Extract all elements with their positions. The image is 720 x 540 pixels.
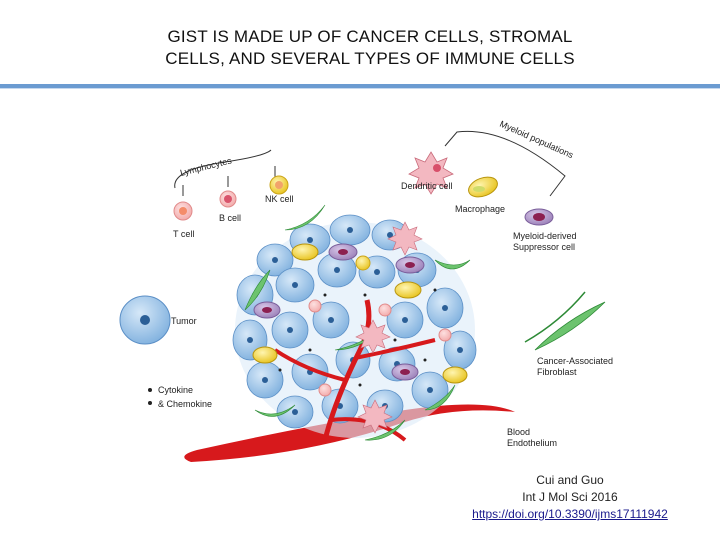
label-lymphocytes: Lymphocytes bbox=[179, 155, 233, 178]
nk-cell bbox=[355, 255, 371, 271]
vessel-branch bbox=[354, 338, 436, 360]
label-caf-1: Cancer-Associated bbox=[537, 356, 613, 366]
nucleus bbox=[347, 227, 353, 233]
t-cell bbox=[308, 299, 322, 313]
title-line-1: GIST IS MADE UP OF CANCER CELLS, STROMAL bbox=[167, 27, 573, 46]
macrophage bbox=[394, 281, 422, 299]
macrophage-nucleus bbox=[473, 186, 485, 192]
dendritic-cell-icon bbox=[408, 151, 454, 195]
citation-authors: Cui and Guo bbox=[536, 473, 604, 487]
dendritic-cell bbox=[357, 399, 393, 434]
nucleus bbox=[334, 267, 340, 273]
cytokine-dot bbox=[323, 293, 327, 297]
fibroblast bbox=[254, 404, 296, 417]
label-t-cell: T cell bbox=[173, 229, 194, 239]
cytokine-dot bbox=[308, 348, 312, 352]
nucleus bbox=[328, 317, 334, 323]
mdsc-nucleus bbox=[405, 262, 415, 268]
fibroblast-icon bbox=[534, 301, 606, 351]
label-chemokine: & Chemokine bbox=[158, 399, 212, 409]
label-endothelium: Endothelium bbox=[507, 438, 557, 448]
tumor-cell-nucleus bbox=[140, 315, 150, 325]
chemokine-dot-icon bbox=[148, 401, 152, 405]
label-nk-cell: NK cell bbox=[265, 194, 294, 204]
lymphocyte-bracket bbox=[174, 149, 272, 189]
cytokine-dot bbox=[433, 288, 437, 292]
t-cell-nucleus bbox=[179, 207, 187, 215]
cytokine-dot bbox=[363, 293, 367, 297]
title-line-2: CELLS, AND SEVERAL TYPES OF IMMUNE CELLS bbox=[165, 49, 575, 68]
myeloid-bracket bbox=[444, 130, 566, 197]
label-cytokine: Cytokine bbox=[158, 385, 193, 395]
nucleus bbox=[292, 409, 298, 415]
fibroblast bbox=[284, 204, 326, 231]
cytokine-dot bbox=[358, 383, 362, 387]
mdsc-nucleus bbox=[533, 213, 545, 221]
b-cell-nucleus bbox=[224, 195, 232, 203]
nucleus bbox=[287, 327, 293, 333]
nucleus bbox=[427, 387, 433, 393]
citation: Cui and Guo Int J Mol Sci 2016 https://d… bbox=[440, 472, 700, 523]
cytokine-dot bbox=[278, 368, 282, 372]
nucleus bbox=[292, 282, 298, 288]
tumor-mass bbox=[232, 204, 477, 442]
nucleus bbox=[402, 317, 408, 323]
macrophage bbox=[442, 366, 468, 384]
fibroblast bbox=[244, 269, 271, 311]
t-cell bbox=[438, 328, 452, 342]
nucleus bbox=[262, 377, 268, 383]
dendritic-cell bbox=[387, 221, 423, 256]
cytokine-dot-icon bbox=[148, 388, 152, 392]
t-cell bbox=[318, 383, 332, 397]
nucleus bbox=[272, 257, 278, 263]
fibroblast bbox=[424, 384, 456, 411]
fibroblast-fiber bbox=[524, 291, 586, 343]
label-mdsc-2: Suppressor cell bbox=[513, 242, 575, 252]
label-blood: Blood bbox=[507, 427, 530, 437]
nucleus bbox=[387, 232, 393, 238]
title-divider bbox=[0, 84, 720, 88]
nucleus bbox=[307, 237, 313, 243]
mdsc-nucleus bbox=[338, 249, 348, 255]
mdsc-nucleus bbox=[262, 307, 272, 313]
label-dendritic-cell: Dendritic cell bbox=[401, 181, 453, 191]
cytokine-dot bbox=[423, 358, 427, 362]
title-divider-shadow bbox=[0, 88, 720, 89]
citation-journal: Int J Mol Sci 2016 bbox=[522, 490, 618, 504]
label-b-cell: B cell bbox=[219, 213, 241, 223]
b-cell bbox=[378, 303, 392, 317]
label-caf-2: Fibroblast bbox=[537, 367, 577, 377]
dendritic-cell-nucleus bbox=[433, 164, 441, 172]
citation-doi-link[interactable]: https://doi.org/10.3390/ijms17111942 bbox=[472, 507, 668, 521]
nucleus bbox=[247, 337, 253, 343]
fibroblast bbox=[434, 259, 471, 270]
nucleus bbox=[442, 305, 448, 311]
label-macrophage: Macrophage bbox=[455, 204, 505, 214]
label-myeloid-populations: Myeloid populations bbox=[498, 119, 575, 161]
dendritic-cell bbox=[355, 319, 391, 354]
cytokine-dot bbox=[393, 338, 397, 342]
mdsc-nucleus bbox=[400, 369, 410, 375]
fibroblast bbox=[364, 419, 406, 441]
slide-title: GIST IS MADE UP OF CANCER CELLS, STROMAL… bbox=[0, 26, 720, 70]
vessel-branch bbox=[322, 299, 372, 441]
macrophage bbox=[252, 346, 278, 364]
vessel-branch bbox=[273, 348, 346, 382]
label-tumor: Tumor bbox=[171, 316, 197, 326]
nk-cell-nucleus bbox=[275, 181, 283, 189]
macrophage bbox=[291, 243, 319, 261]
nucleus bbox=[374, 269, 380, 275]
label-mdsc-1: Myeloid-derived bbox=[513, 231, 577, 241]
nucleus bbox=[457, 347, 463, 353]
tumor-microenvironment-diagram: Lymphocytes Myeloid populations T cell B… bbox=[119, 119, 613, 462]
